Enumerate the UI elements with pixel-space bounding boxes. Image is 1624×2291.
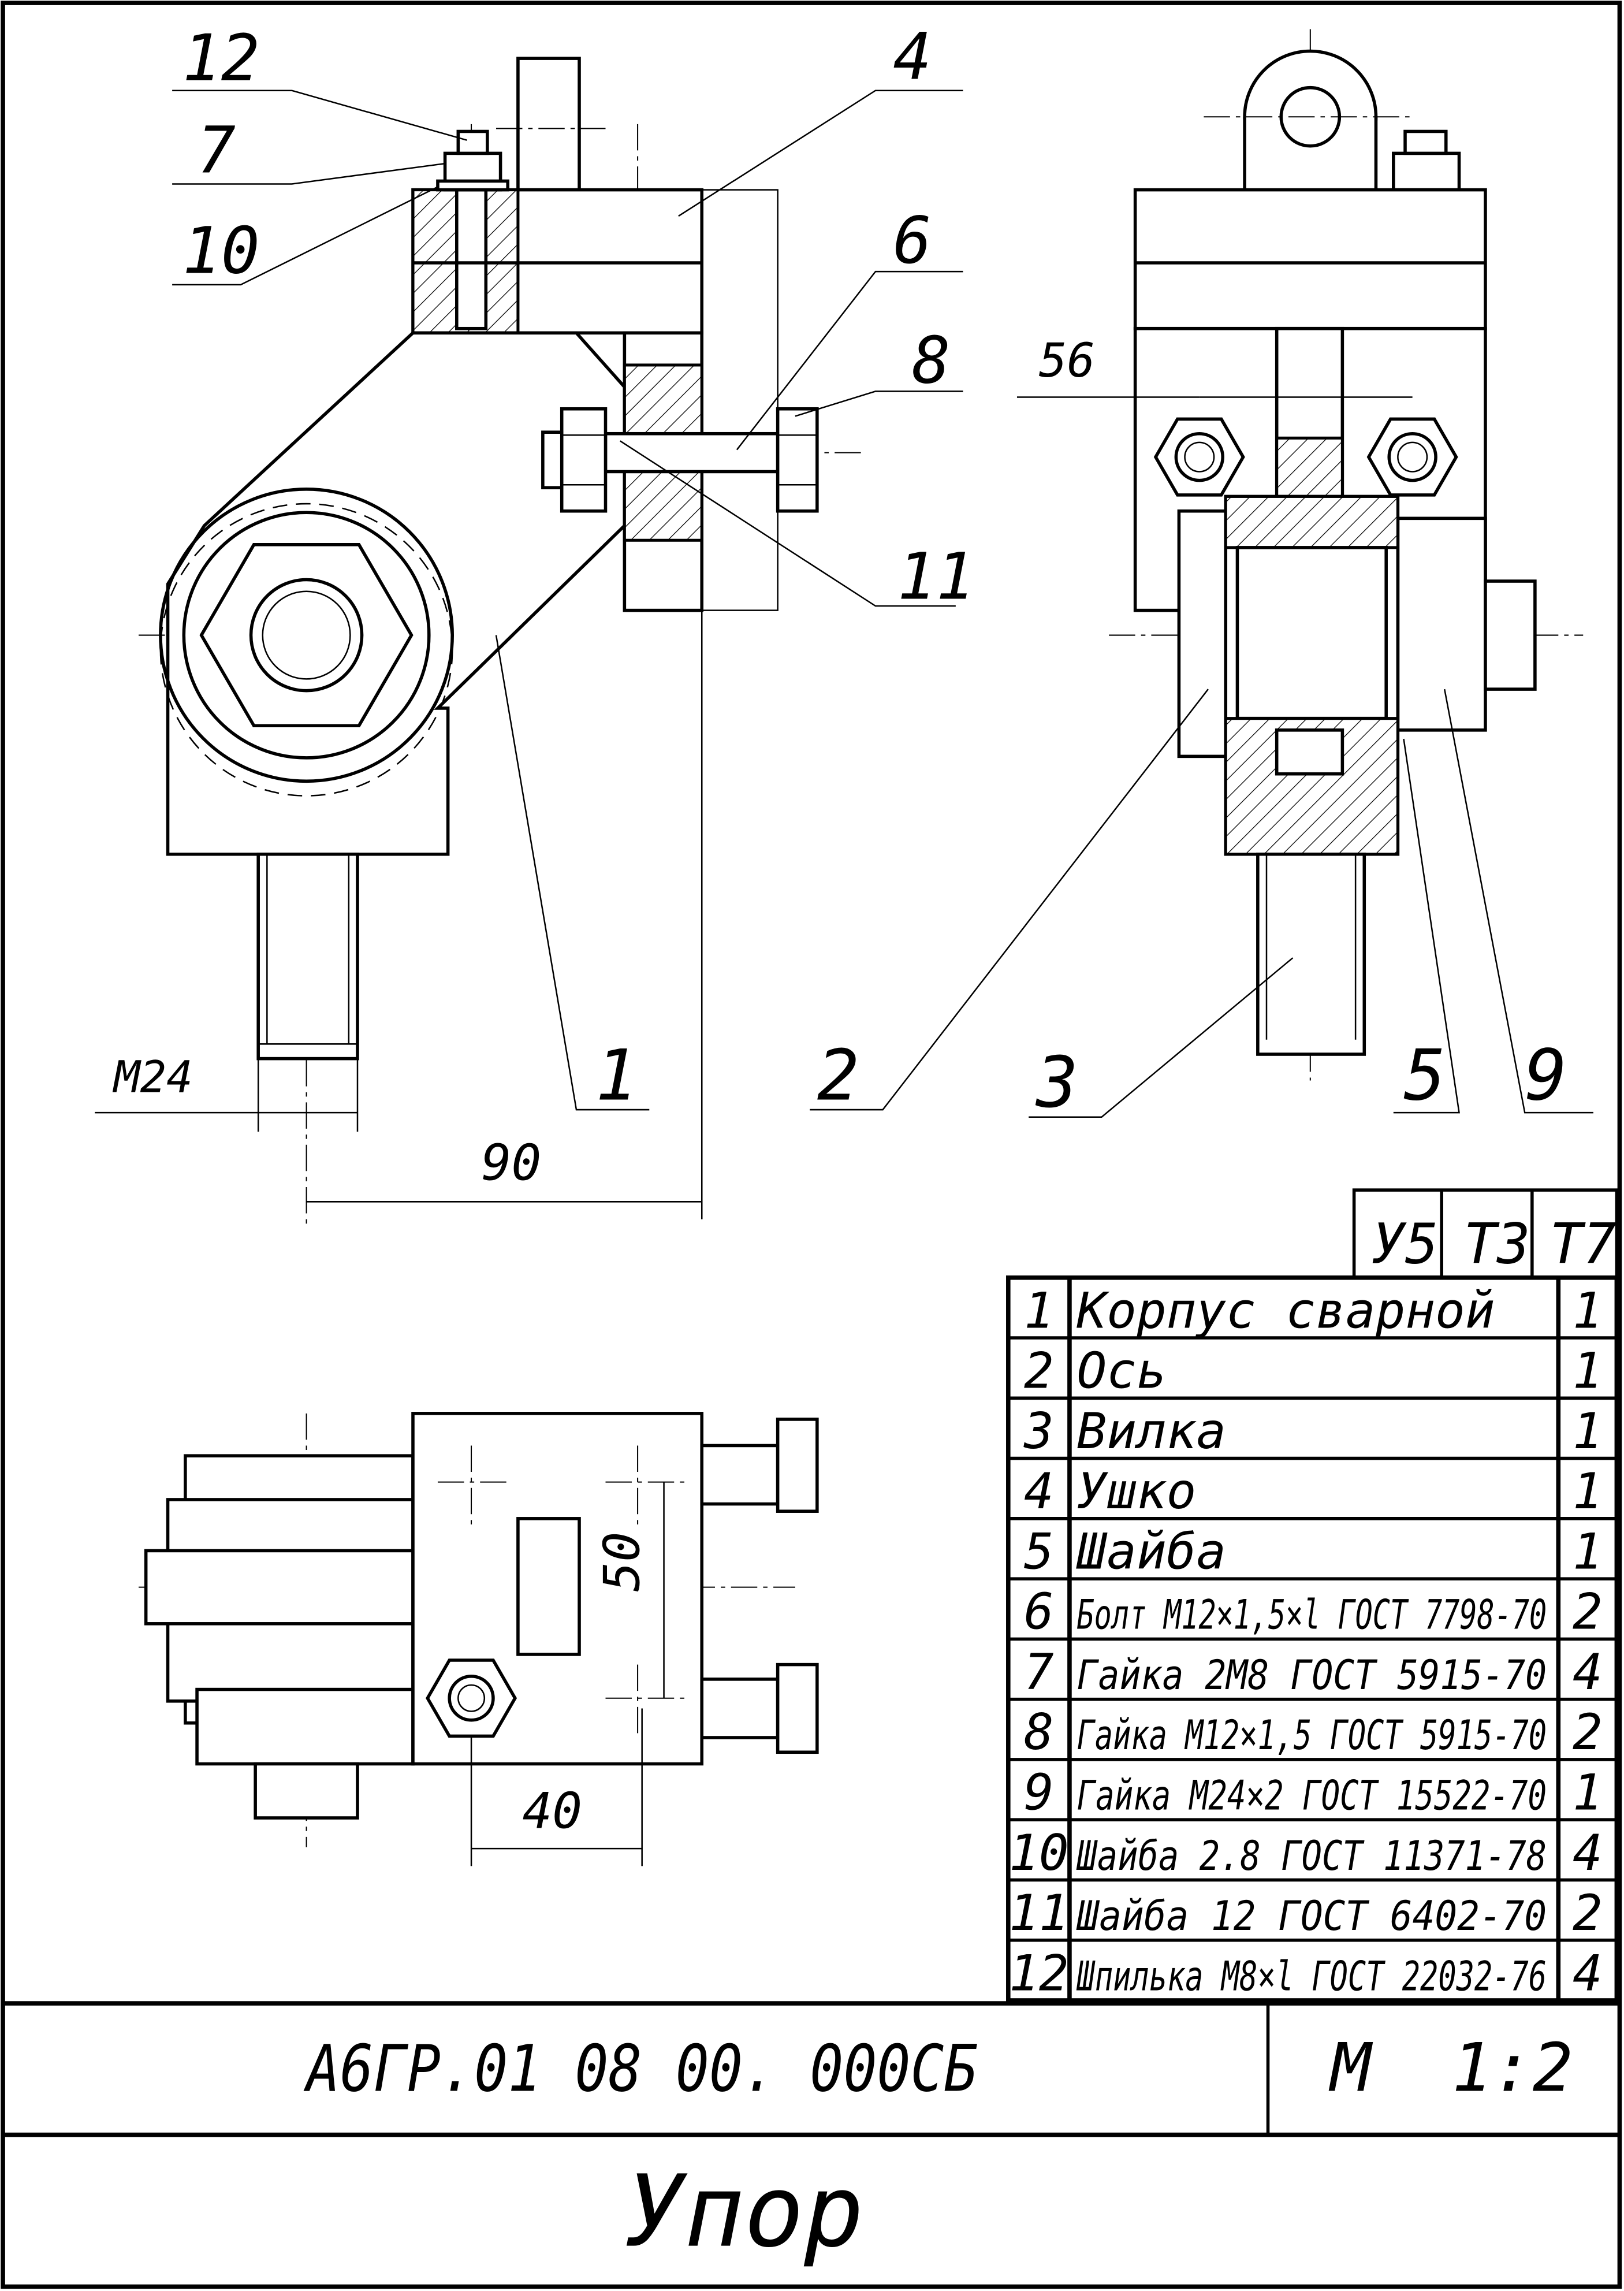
part-quantity: 4 (1573, 1643, 1603, 1701)
part-name: Гайка 2М8 ГОСТ 5915-70 (1077, 1651, 1547, 1699)
part-position: 12 (1009, 1944, 1068, 2002)
callout-3: 3 (1035, 1042, 1078, 1124)
callout-11: 11 (897, 540, 975, 614)
callout-8: 8 (912, 323, 951, 398)
callout-10: 10 (182, 214, 260, 289)
top-view: 50 40 (139, 1412, 819, 1866)
dimension-56-label: 56 (1039, 334, 1095, 388)
part-quantity: 1 (1573, 1523, 1603, 1580)
part-position: 3 (1023, 1403, 1054, 1460)
drawing-scale: М 1:2 (1328, 2029, 1573, 2107)
part-name: Корпус сварной (1077, 1282, 1495, 1340)
parts-list-header-codes: У5 Т3 Т7 (1352, 1188, 1619, 1280)
part-quantity: 2 (1573, 1583, 1603, 1641)
parts-table-row: 8 Гайка М12×1,5 ГОСТ 5915-70 2 (1008, 1697, 1617, 1761)
front-view: М24 90 12 7 10 4 6 8 11 1 (95, 20, 975, 1227)
header-code-2: Т3 (1463, 1211, 1530, 1276)
parts-table-row: 2 Ось 1 (1008, 1336, 1617, 1400)
part-quantity: 4 (1573, 1824, 1603, 1882)
callout-12: 12 (182, 21, 260, 96)
part-position: 10 (1009, 1824, 1068, 1882)
part-name: Шайба (1076, 1523, 1227, 1580)
part-name: Шайба 12 ГОСТ 6402-70 (1076, 1892, 1547, 1940)
part-quantity: 1 (1573, 1463, 1603, 1520)
parts-table-row: 9 Гайка М24×2 ГОСТ 15522-70 1 (1008, 1758, 1617, 1821)
header-code-1: У5 (1372, 1211, 1439, 1276)
callout-4: 4 (893, 20, 932, 94)
parts-table-row: 4 Ушко 1 (1008, 1456, 1617, 1520)
part-position: 8 (1024, 1704, 1054, 1761)
dimension-40-label: 40 (522, 1783, 582, 1840)
part-name: Гайка М24×2 ГОСТ 15522-70 (1077, 1771, 1547, 1819)
side-view: 56 2 3 5 9 (810, 29, 1593, 1124)
part-position: 4 (1024, 1463, 1054, 1520)
parts-table-row: 1 Корпус сварной 1 (1024, 1282, 1603, 1340)
dimension-90-label: 90 (482, 1134, 541, 1192)
callout-9: 9 (1525, 1034, 1567, 1116)
parts-table-row: 3 Вилка 1 (1008, 1396, 1617, 1460)
part-quantity: 4 (1573, 1944, 1603, 2002)
part-quantity: 2 (1573, 1704, 1603, 1761)
callout-6: 6 (893, 204, 932, 278)
parts-table-row: 7 Гайка 2М8 ГОСТ 5915-70 4 (1008, 1637, 1617, 1701)
dimension-thread-label: М24 (112, 1052, 193, 1103)
header-code-3: Т7 (1549, 1211, 1616, 1276)
part-quantity: 1 (1573, 1342, 1603, 1400)
part-name: Вилка (1077, 1403, 1227, 1460)
part-name: Болт М12×1,5×l ГОСТ 7798-70 (1077, 1591, 1547, 1639)
part-quantity: 1 (1573, 1282, 1603, 1340)
drawing-name: Упор (625, 2154, 864, 2270)
part-position: 7 (1024, 1643, 1054, 1701)
callout-1: 1 (595, 1034, 638, 1116)
part-name: Гайка М12×1,5 ГОСТ 5915-70 (1077, 1711, 1547, 1759)
part-position: 2 (1024, 1342, 1054, 1400)
dimension-50-label: 50 (594, 1532, 651, 1591)
parts-table-row: 6 Болт М12×1,5×l ГОСТ 7798-70 2 (1008, 1577, 1617, 1641)
title-block: А6ГР.01 08 00. 000СБ М 1:2 Упор (3, 2001, 1620, 2270)
drawing-designation: А6ГР.01 08 00. 000СБ (303, 2032, 977, 2107)
part-position: 11 (1009, 1884, 1068, 1942)
callout-2: 2 (817, 1034, 859, 1116)
part-position: 5 (1024, 1523, 1054, 1580)
part-position: 9 (1024, 1764, 1054, 1821)
part-name: Шайба 2.8 ГОСТ 11371-78 (1076, 1832, 1547, 1880)
callout-7: 7 (197, 113, 236, 188)
part-name: Шпилька М8×l ГОСТ 22032-76 (1076, 1952, 1547, 2000)
part-position: 6 (1024, 1583, 1054, 1641)
callout-5: 5 (1403, 1034, 1446, 1116)
parts-table-row: 5 Шайба 1 (1008, 1517, 1617, 1580)
part-quantity: 1 (1573, 1764, 1603, 1821)
part-name: Ушко (1077, 1463, 1197, 1520)
part-quantity: 2 (1573, 1884, 1603, 1942)
part-name: Ось (1077, 1342, 1167, 1400)
part-quantity: 1 (1573, 1403, 1603, 1460)
part-position: 1 (1024, 1282, 1054, 1340)
